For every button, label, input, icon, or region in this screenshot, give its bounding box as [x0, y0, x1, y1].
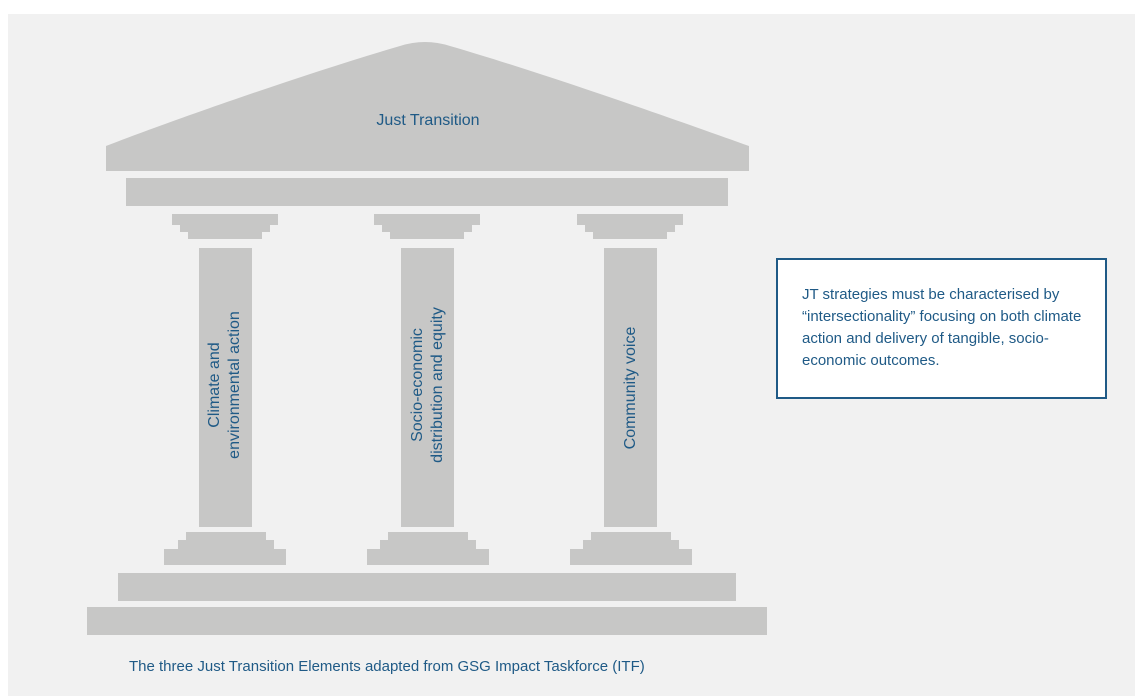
pillar-2 [367, 214, 489, 565]
pillar-label-climate: Climate and environmental action [206, 311, 243, 459]
pillar-3 [570, 214, 692, 565]
pillar-1 [164, 214, 286, 565]
base-step-upper [118, 573, 736, 601]
base-step-lower [87, 607, 767, 635]
figure-caption: The three Just Transition Elements adapt… [129, 658, 645, 675]
roof-label: Just Transition [376, 112, 479, 129]
entablature [126, 178, 728, 206]
pillar-label-socio-economic: Socio-economic distribution and equity [409, 307, 446, 463]
intersectionality-note: JT strategies must be characterised by “… [776, 258, 1107, 399]
pillar-label-community: Community voice [622, 326, 639, 450]
temple-roof [106, 42, 749, 171]
